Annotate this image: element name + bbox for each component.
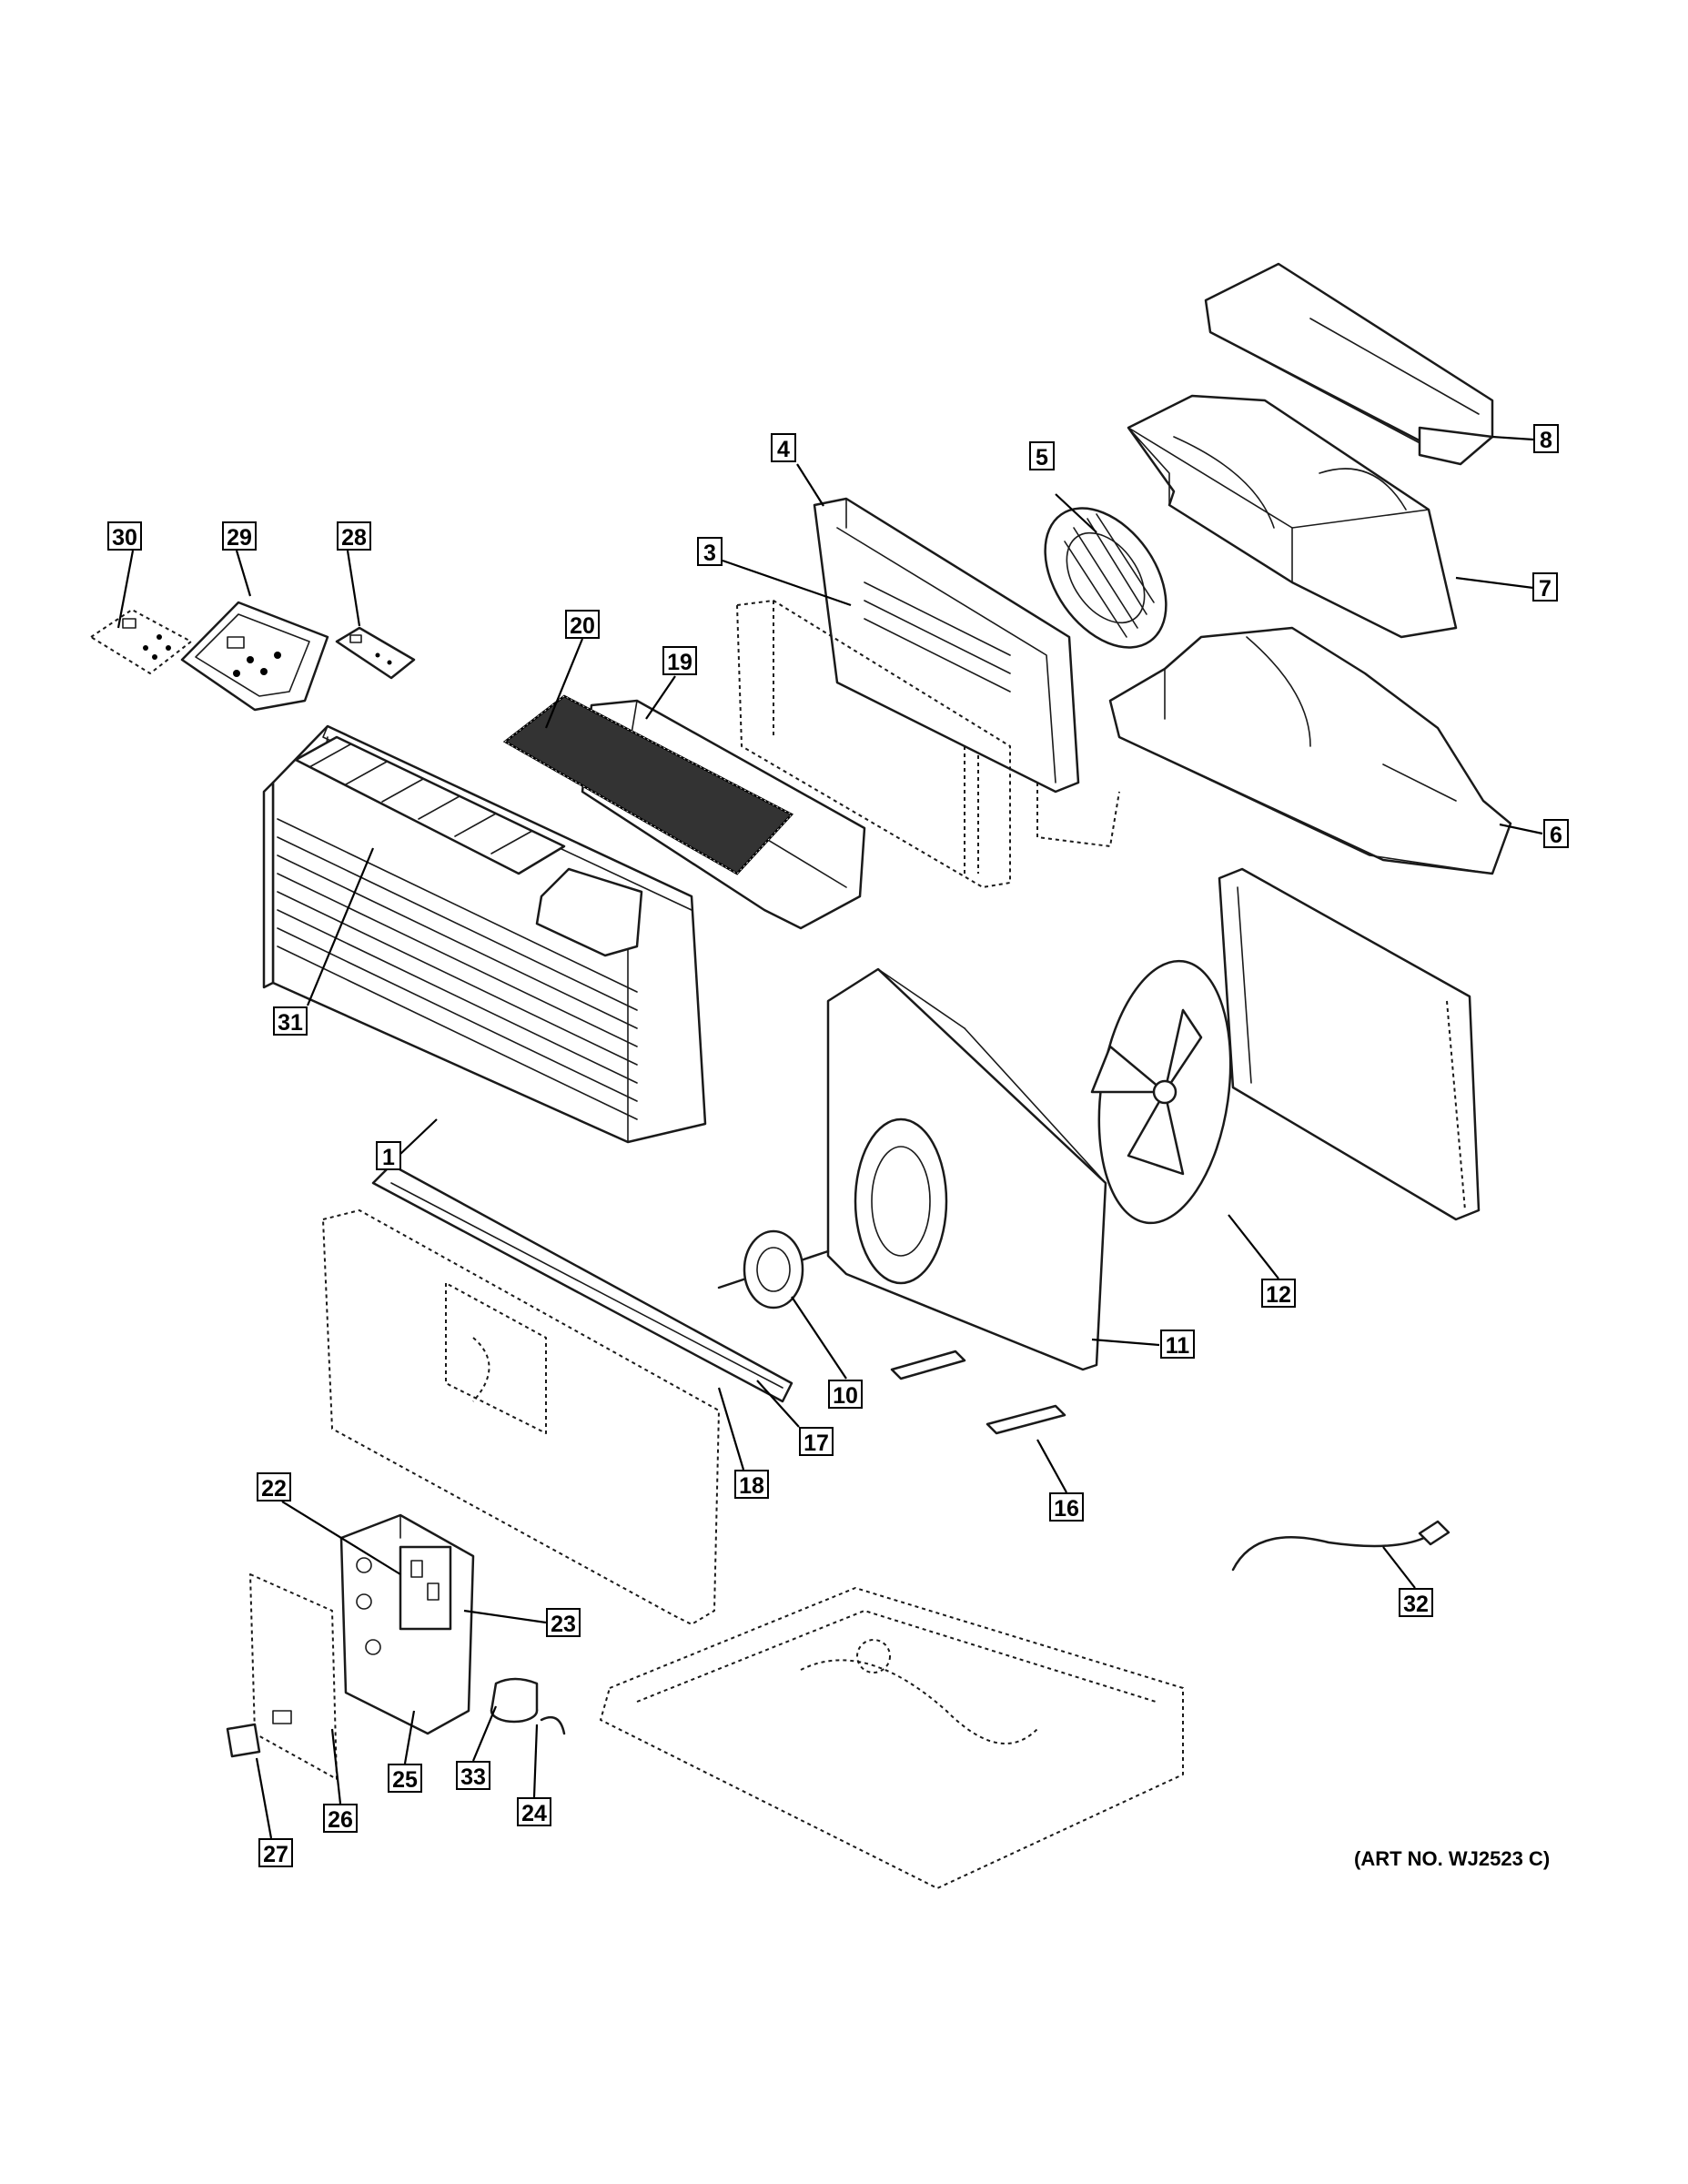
callout-6: 6 bbox=[1543, 819, 1569, 848]
callout-27: 27 bbox=[258, 1838, 293, 1867]
callout-28: 28 bbox=[337, 521, 371, 551]
part-29-control-housing bbox=[180, 601, 329, 712]
callout-18: 18 bbox=[734, 1470, 769, 1499]
callout-16: 16 bbox=[1049, 1492, 1084, 1522]
callout-33: 33 bbox=[456, 1761, 490, 1790]
part-28-control-board bbox=[335, 626, 416, 680]
part-18-chassis-partition bbox=[322, 1209, 720, 1625]
callout-17: 17 bbox=[799, 1427, 834, 1456]
part-8-top-cover bbox=[1204, 262, 1494, 466]
callout-1: 1 bbox=[376, 1141, 401, 1170]
callout-3: 3 bbox=[697, 537, 723, 566]
callout-24: 24 bbox=[517, 1797, 551, 1826]
leader-lines bbox=[116, 435, 1543, 1839]
callout-10: 10 bbox=[828, 1380, 863, 1409]
part-7-scroll-housing bbox=[1127, 394, 1458, 639]
callout-32: 32 bbox=[1399, 1588, 1433, 1617]
part-5-blower-wheel bbox=[1044, 507, 1167, 649]
part-10-fan-motor bbox=[717, 1229, 830, 1309]
callout-5: 5 bbox=[1029, 441, 1055, 470]
part-24-strap bbox=[540, 1715, 566, 1735]
part-27-small-cover bbox=[226, 1723, 261, 1758]
part-31-front-grille bbox=[294, 735, 643, 957]
part-12-condenser-fan bbox=[1090, 959, 1232, 1225]
part-17-rail bbox=[371, 1163, 793, 1403]
callout-12: 12 bbox=[1261, 1279, 1296, 1308]
callout-4: 4 bbox=[771, 433, 796, 462]
part-6-scroll-base bbox=[1108, 626, 1512, 875]
base-pan bbox=[600, 1587, 1184, 1889]
callout-30: 30 bbox=[107, 521, 142, 551]
condenser-coil bbox=[1218, 867, 1481, 1221]
part-20-filter-mesh bbox=[502, 694, 794, 875]
callout-31: 31 bbox=[273, 1006, 308, 1036]
callout-8: 8 bbox=[1533, 424, 1559, 453]
callout-23: 23 bbox=[546, 1608, 581, 1637]
callout-22: 22 bbox=[257, 1472, 291, 1502]
part-3-evaporator-coil bbox=[736, 600, 1120, 888]
callout-26: 26 bbox=[323, 1804, 358, 1833]
callout-25: 25 bbox=[388, 1764, 422, 1793]
art-number-label: (ART NO. WJ2523 C) bbox=[1354, 1847, 1551, 1870]
part-22-terminal-block bbox=[399, 1545, 452, 1631]
part-32-power-cord bbox=[1231, 1520, 1450, 1572]
callout-7: 7 bbox=[1532, 572, 1558, 602]
part-26-cover-plate bbox=[249, 1573, 338, 1780]
callout-29: 29 bbox=[222, 521, 257, 551]
callout-19: 19 bbox=[662, 646, 697, 675]
callout-20: 20 bbox=[565, 610, 600, 639]
part-1-front-cover bbox=[262, 724, 707, 1144]
part-16-brackets bbox=[890, 1350, 1066, 1435]
part-33-capacitor bbox=[490, 1677, 539, 1724]
callout-11: 11 bbox=[1160, 1330, 1195, 1359]
part-4-partition bbox=[813, 497, 1080, 794]
part-30-control-overlay bbox=[90, 609, 192, 674]
part-11-shroud bbox=[826, 967, 1107, 1371]
